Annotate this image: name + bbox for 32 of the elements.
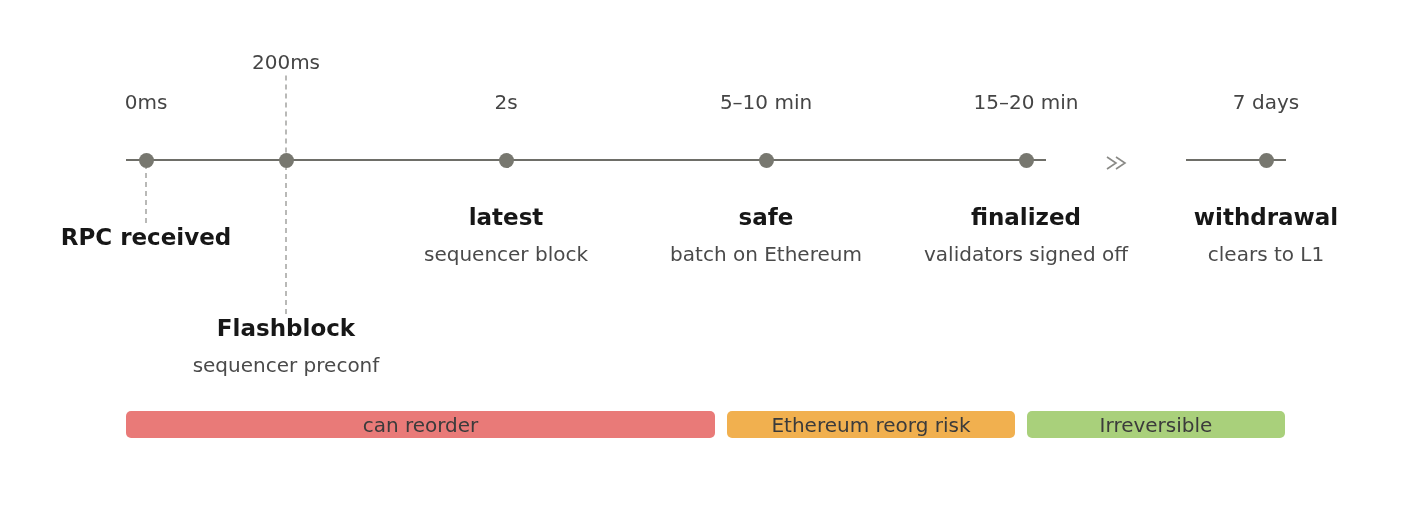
- timeline-dot: [1258, 152, 1274, 168]
- time-label: 200ms: [251, 50, 321, 74]
- timeline-dot: [1018, 152, 1034, 168]
- milestone-title: safe: [738, 203, 794, 231]
- leader-line: [285, 73, 287, 154]
- time-label: 2s: [494, 90, 518, 114]
- timeline-dot: [758, 152, 774, 168]
- risk-band: [1027, 411, 1285, 438]
- leader-line: [145, 166, 147, 224]
- band-label: Ethereum reorg risk: [771, 412, 971, 437]
- time-label: 0ms: [124, 90, 168, 114]
- time-label: 5–10 min: [719, 90, 813, 114]
- milestone-subtitle: clears to L1: [1207, 242, 1325, 266]
- milestone-subtitle: batch on Ethereum: [670, 242, 862, 266]
- risk-band: [126, 411, 715, 438]
- milestone-title: finalized: [970, 203, 1082, 231]
- timeline-dot: [278, 152, 294, 168]
- milestone-subtitle: sequencer block: [424, 242, 588, 266]
- milestone-subtitle: sequencer preconf: [192, 353, 380, 377]
- band-label: Irreversible: [1099, 412, 1213, 437]
- time-label: 15–20 min: [973, 90, 1079, 114]
- milestone-title: withdrawal: [1193, 203, 1339, 231]
- leader-line: [285, 166, 287, 315]
- milestone-title: latest: [468, 203, 544, 231]
- timeline-dot: [138, 152, 154, 168]
- milestone-subtitle: validators signed off: [924, 242, 1128, 266]
- timeline-dot: [498, 152, 514, 168]
- milestone-title: Flashblock: [216, 314, 356, 342]
- band-label: can reorder: [362, 412, 479, 437]
- risk-band: [727, 411, 1015, 438]
- time-label: 7 days: [1232, 90, 1300, 114]
- milestone-title: RPC received: [60, 223, 232, 251]
